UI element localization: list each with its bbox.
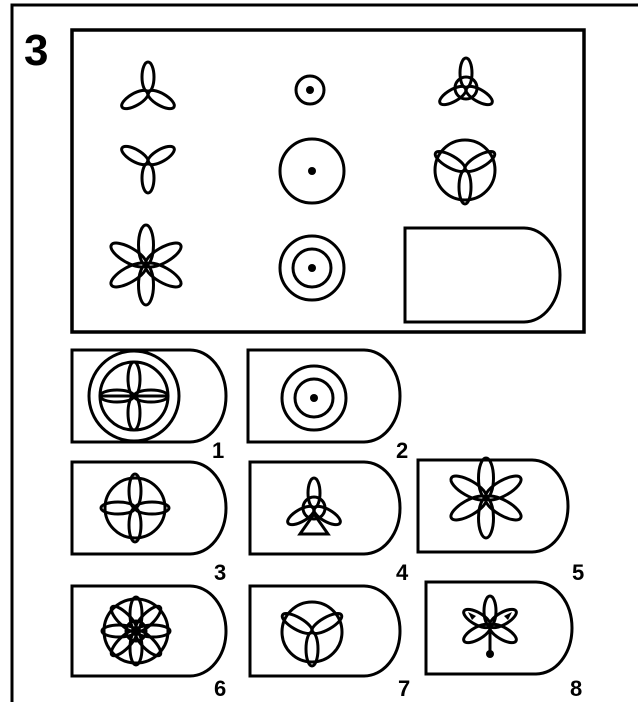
cell-r2c2-medium-circle-dot [280, 139, 344, 203]
cell-r1c1-three-petal-flower [119, 62, 177, 112]
cell-r3c1-six-petal-flower [108, 225, 185, 305]
option-3[interactable]: 3 [72, 462, 226, 585]
puzzle-number: 3 [24, 26, 48, 75]
option-label: 3 [214, 560, 226, 585]
option-label: 7 [398, 676, 410, 701]
option-6[interactable]: 6 [72, 586, 226, 701]
option-label: 5 [572, 560, 584, 585]
option-label: 4 [396, 560, 409, 585]
cell-r3c2-double-circle-dot [280, 236, 344, 300]
matrix-frame [72, 30, 584, 332]
outer-border [12, 5, 638, 702]
cell-r2c3-circle-with-petals [433, 140, 498, 204]
matrix-grid [72, 30, 584, 332]
option-label: 1 [212, 438, 224, 463]
option-label: 2 [396, 438, 408, 463]
option-label: 8 [570, 676, 582, 701]
option-4[interactable]: 4 [250, 462, 409, 585]
cell-r1c3-triquetra [437, 58, 495, 108]
option-8[interactable]: 8 [426, 582, 582, 701]
option-2[interactable]: 2 [248, 350, 408, 463]
cell-r2c1-three-petal-flower-inverted [119, 143, 177, 193]
option-7[interactable]: 7 [250, 586, 410, 701]
option-label: 6 [214, 676, 226, 701]
missing-cell-placeholder [405, 228, 560, 322]
option-1[interactable]: 1 [72, 350, 226, 463]
cell-r1c2-small-circle-dot [296, 76, 324, 104]
option-5[interactable]: 5 [418, 458, 584, 585]
